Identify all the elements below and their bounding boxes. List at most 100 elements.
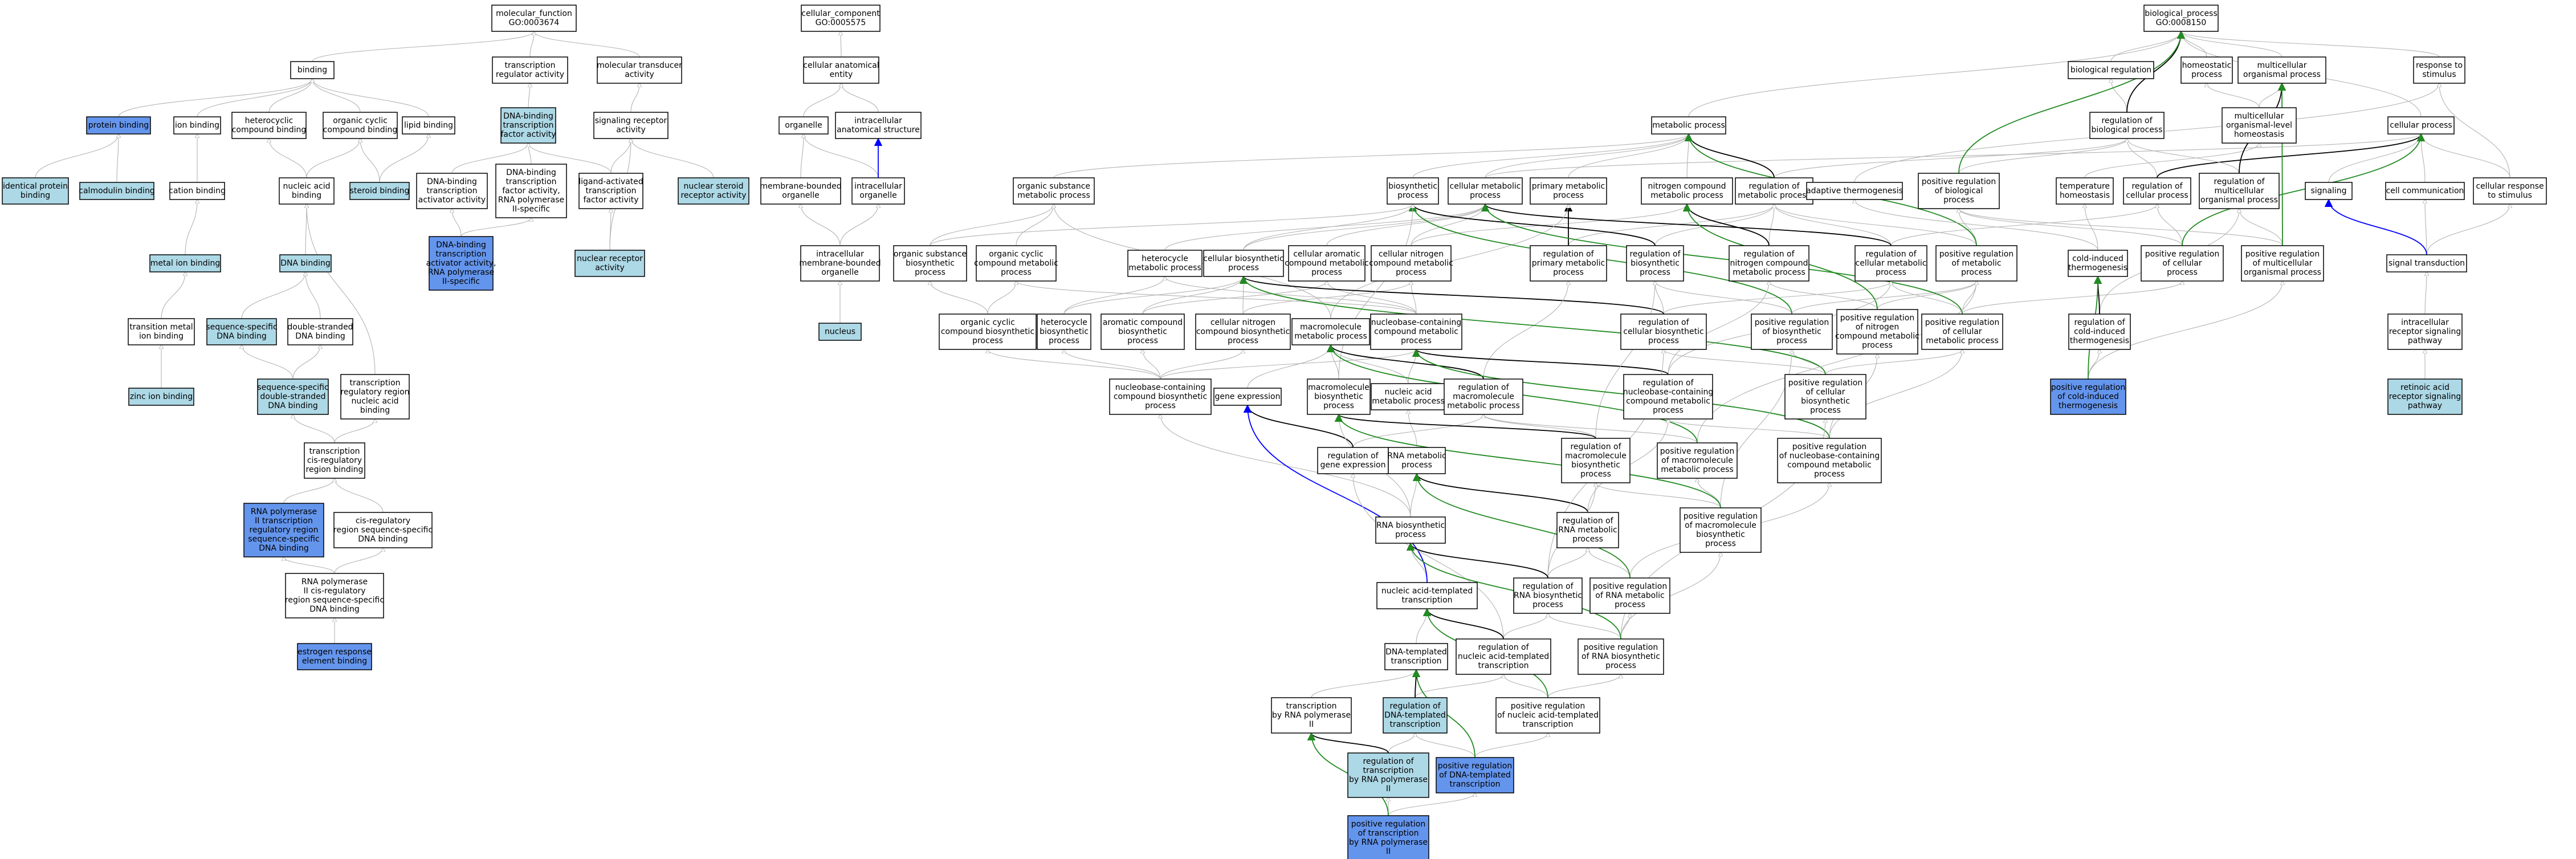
go-term-box (893, 245, 967, 282)
go-term-box (231, 112, 307, 139)
go-term-label-line: DNA-templated (1384, 711, 1446, 720)
edge-regulates (1335, 413, 1596, 439)
go-term-label-line: by RNA polymerase (1349, 775, 1428, 784)
edge-is-a (197, 79, 312, 117)
go-term-label: signal transduction (2388, 259, 2465, 268)
go-term-label-line: homeostasis (2060, 191, 2110, 200)
go-term-label-line: organic cyclic (960, 318, 1015, 327)
edge-is-a (1410, 474, 1417, 518)
edge-is-a (117, 134, 119, 183)
edge-is-a (241, 272, 305, 319)
go-term-label-line: cellular nitrogen (1210, 318, 1275, 327)
go-term-label-line: GO:0003674 (509, 18, 560, 27)
edge-is-a (1959, 209, 2183, 246)
go-term-box (1530, 177, 1607, 205)
go-term-label: cation binding (169, 186, 226, 196)
edge-is-a (2088, 349, 2100, 380)
edge-is-a (312, 31, 534, 62)
go-term-label-line: RNA biosynthetic (1376, 521, 1445, 530)
go-term-label-line: positive regulation (1922, 177, 1996, 186)
go-term-box (1854, 245, 1927, 282)
edge-is-a (1016, 281, 1417, 315)
go-term-box (86, 116, 151, 135)
go-term-node: protein binding (86, 116, 151, 135)
go-term-box (1530, 245, 1607, 282)
go-term-label: signaling (2310, 186, 2346, 196)
go-term-label-line: process (915, 268, 945, 277)
go-term-label-line: positive regulation (2051, 383, 2125, 392)
go-term-box (2123, 177, 2191, 205)
go-term-label-line: cis-regulatory (356, 516, 410, 526)
go-term-label-line: biosynthetic (1571, 461, 1620, 470)
edge-is-a (1547, 548, 1588, 579)
edge-is-a (1415, 674, 1503, 698)
go-term-label-line: compound metabolic (1285, 259, 1369, 268)
go-term-label-line: process (1943, 196, 1974, 205)
go-term-label-line: process (1396, 268, 1426, 277)
edge-is-a (2426, 204, 2510, 255)
go-term-label-line: positive regulation (1438, 762, 1512, 771)
go-term-label-line: cellular process (2126, 191, 2188, 200)
go-term-box (2387, 378, 2463, 415)
edge-is-a (1774, 204, 1977, 246)
go-term-box (1195, 314, 1291, 350)
go-term-box (1556, 512, 1619, 548)
go-term-label-line: positive regulation (1840, 314, 1914, 323)
go-term-label-line: organic cyclic (989, 250, 1044, 259)
go-term-label-line: process (1572, 535, 1603, 544)
edge-is-a (1720, 349, 1792, 508)
go-term-label-line: organelle (782, 191, 819, 200)
go-term-label-line: of cold-induced (2057, 392, 2119, 401)
edge-is-a (35, 134, 119, 178)
go-term-label-line: of nucleobase-containing (1779, 451, 1880, 461)
go-term-box (2199, 173, 2280, 209)
go-term-box (1203, 250, 1284, 277)
go-term-label-line: signaling (2310, 186, 2346, 196)
go-term-label-line: biological process (2092, 125, 2163, 135)
go-term-label-line: transcription (504, 61, 555, 70)
go-term-box (939, 314, 1037, 350)
edge-is-a (1243, 204, 1413, 251)
edge-is-a (1064, 349, 1161, 380)
go-term-label-line: process (1862, 341, 1893, 350)
go-term-label-line: cold-induced (2072, 254, 2123, 263)
go-term-box (323, 112, 398, 139)
go-term-label-line: cellular aromatic (1293, 250, 1360, 259)
go-term-label-line: transcription (503, 121, 553, 130)
edge-is-a (1774, 139, 2127, 178)
go-term-label-line: process (1397, 191, 1428, 200)
go-term-label-line: ion binding (175, 121, 219, 130)
edge-is-a (1142, 281, 1327, 315)
edge-is-a (1547, 674, 1621, 698)
edge-regulates (1412, 348, 1669, 375)
go-term-label-line: lipid binding (404, 121, 453, 130)
go-term-box (1307, 378, 1371, 415)
go-term-label-line: DNA-binding (503, 112, 553, 121)
go-term-label-line: metabolic process (1733, 268, 1805, 277)
go-term-box (1626, 245, 1684, 282)
